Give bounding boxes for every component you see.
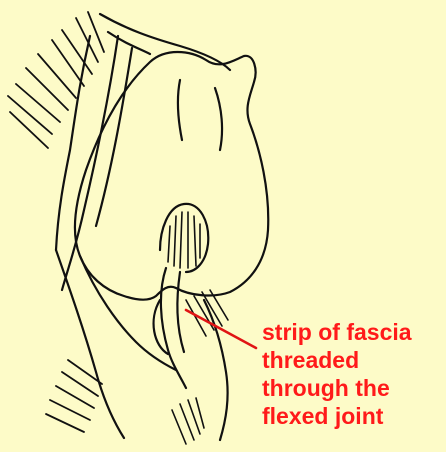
notch-hatch bbox=[168, 212, 200, 268]
pointer-line bbox=[186, 310, 256, 348]
fascia-strip-edge bbox=[177, 272, 184, 352]
thigh-line-4 bbox=[56, 36, 90, 250]
condyle-inner-line-2 bbox=[215, 88, 222, 150]
lower-left-fibers bbox=[46, 360, 102, 432]
muscle-fibers bbox=[8, 12, 104, 148]
annotation-label: strip of fascia threaded through the fle… bbox=[262, 318, 446, 430]
annotation-line-3: through the bbox=[262, 374, 446, 402]
annotation-line-2: threaded bbox=[262, 346, 446, 374]
condyle-outline bbox=[75, 52, 268, 300]
annotation-line-1: strip of fascia bbox=[262, 318, 446, 346]
thigh-line-3 bbox=[96, 48, 132, 226]
lower-center-fibers bbox=[172, 398, 204, 444]
annotation-line-4: flexed joint bbox=[262, 402, 446, 430]
condyle-inner-line-1 bbox=[178, 80, 182, 140]
thigh-line-2 bbox=[62, 36, 118, 290]
